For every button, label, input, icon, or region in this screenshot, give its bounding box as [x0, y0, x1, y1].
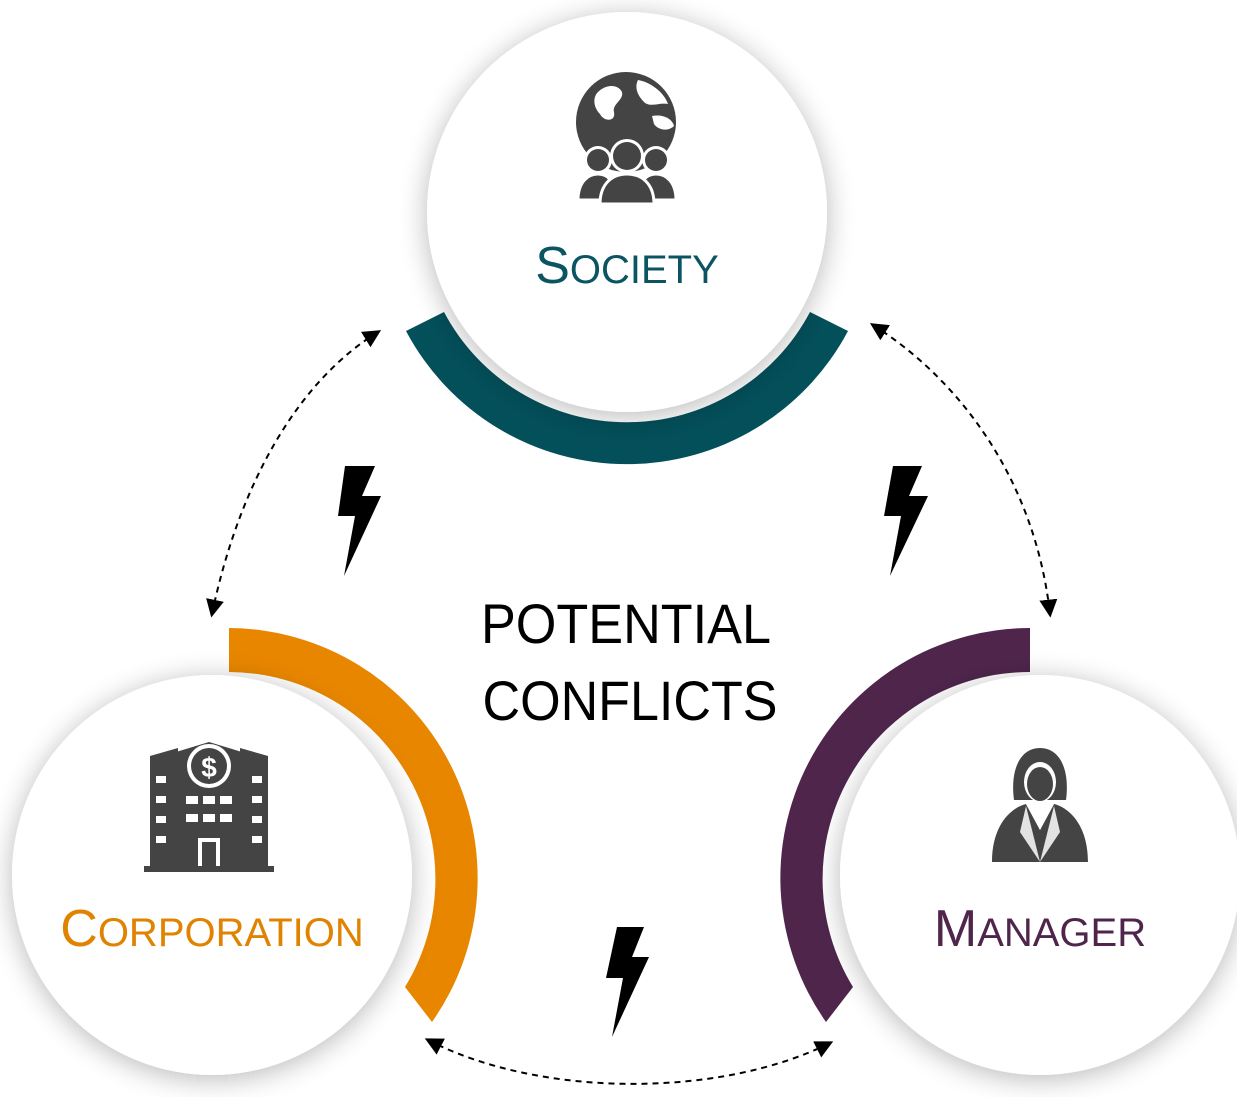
lightning-bolt-icon — [338, 466, 381, 576]
society-circle — [427, 12, 827, 412]
manager-circle — [840, 675, 1237, 1075]
society-arc — [406, 312, 848, 465]
center-title-line2: CONFLICTS — [483, 669, 778, 732]
businesswoman-icon — [992, 748, 1088, 862]
corporation-circle — [12, 675, 412, 1075]
bank-building-dollar-icon: $ — [144, 742, 274, 872]
society-label: SOCIETY — [535, 237, 719, 295]
connector-society-manager — [869, 323, 1058, 618]
manager-arc — [780, 628, 1030, 1022]
manager-label: MANAGER — [934, 900, 1146, 958]
lightning-bolt-icon — [884, 466, 928, 576]
corporation-arc — [229, 628, 478, 1022]
corporation-label: CORPORATION — [60, 900, 364, 958]
center-title-line1: POTENTIAL — [481, 592, 771, 655]
svg-text:$: $ — [201, 752, 217, 783]
connector-corporation-society — [206, 330, 382, 618]
globe-people-icon — [576, 72, 678, 206]
lightning-bolt-icon — [606, 927, 649, 1037]
connector-corporation-manager — [424, 1038, 834, 1085]
